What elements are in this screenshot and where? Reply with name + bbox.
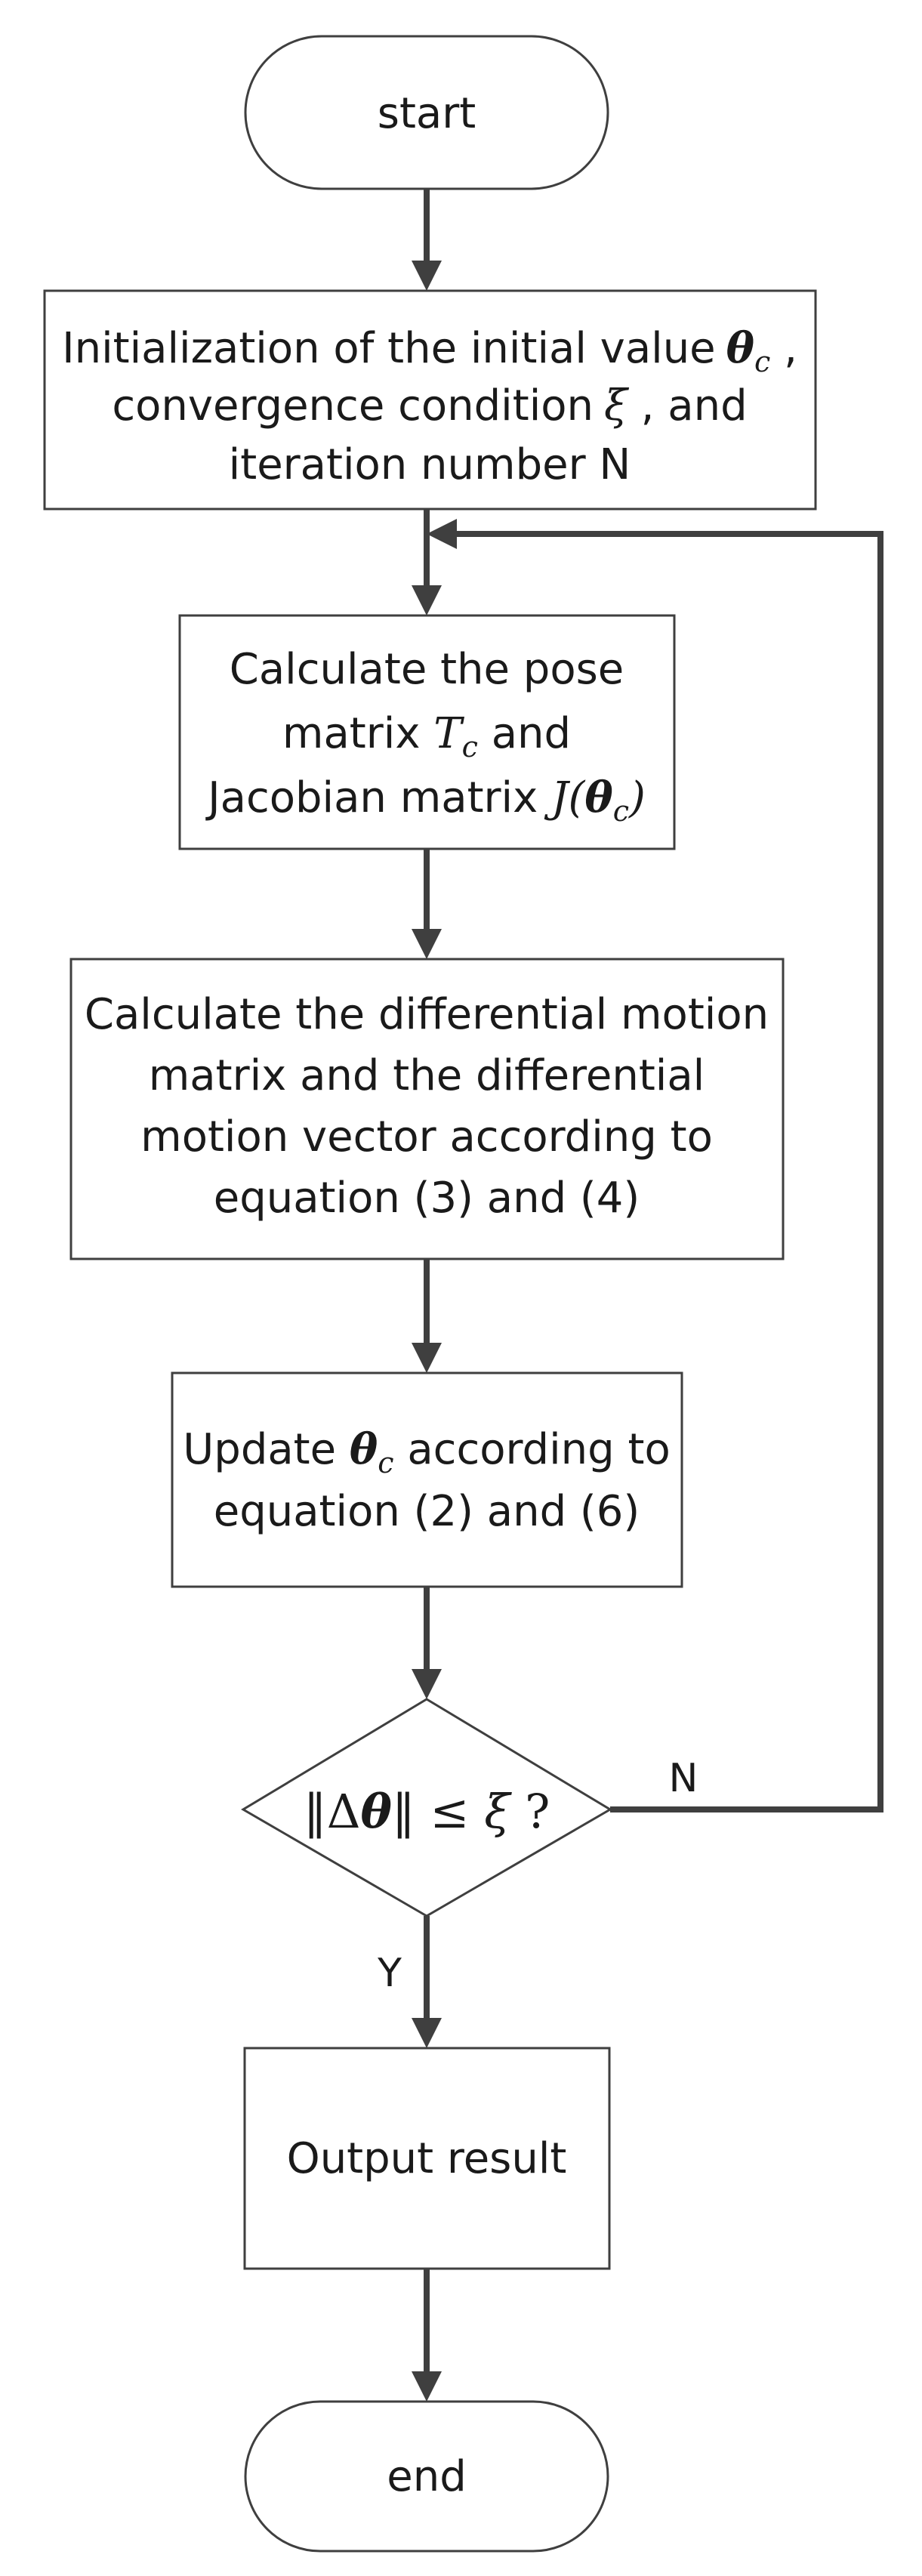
convergence-decision: ‖Δθ‖ ≤ ξ ? N Y	[241, 1698, 698, 1996]
init-line-3: iteration number N	[229, 440, 631, 489]
arrow-loop-back	[427, 519, 457, 549]
arrow-start-init	[412, 261, 442, 291]
end-shape	[244, 2400, 609, 2553]
loop-back-connector	[457, 531, 883, 1812]
connectors	[412, 189, 883, 2402]
start-label: start	[378, 89, 476, 138]
end-label: end	[387, 2452, 467, 2501]
pose-line-3: Jacobian matrix J(θc)	[205, 773, 646, 828]
pose-box	[178, 614, 676, 850]
pose-process: Calculate the pose matrix Tc and Jacobia…	[178, 614, 676, 850]
arrow-output-end	[412, 2371, 442, 2402]
output-label: Output result	[287, 2134, 567, 2183]
update-process: Update θc according to equation (2) and …	[171, 1371, 683, 1588]
differential-line-1: Calculate the differential motion	[85, 990, 769, 1039]
decision-no-label: N	[669, 1756, 698, 1801]
arrow-init-pose	[412, 585, 442, 615]
decision-yes-label: Y	[377, 1951, 402, 1996]
differential-line-2: matrix and the differential	[149, 1051, 705, 1100]
differential-box	[69, 958, 785, 1260]
output-process: Output result	[243, 2047, 611, 2270]
arrow-pose-differential	[412, 929, 442, 959]
update-line-1: Update θc according to	[183, 1424, 670, 1479]
differential-line-4: equation (3) and (4)	[214, 1174, 640, 1223]
end-terminal: end	[244, 2400, 609, 2553]
start-shape	[244, 35, 609, 190]
init-box	[43, 289, 817, 511]
decision-condition: ‖Δθ‖ ≤ ξ ?	[304, 1784, 550, 1839]
update-line-2: equation (2) and (6)	[214, 1487, 640, 1536]
update-box	[171, 1371, 683, 1588]
decision-diamond	[241, 1698, 612, 1917]
arrow-decision-output	[412, 2018, 442, 2048]
pose-line-1: Calculate the pose	[230, 645, 624, 694]
arrow-update-decision	[412, 1669, 442, 1699]
start-terminal: start	[244, 35, 609, 190]
pose-line-2: matrix Tc and	[282, 709, 571, 764]
differential-line-3: motion vector according to	[140, 1112, 713, 1162]
differential-process: Calculate the differential motion matrix…	[69, 958, 785, 1260]
arrow-differential-update	[412, 1343, 442, 1373]
output-box	[243, 2047, 611, 2270]
